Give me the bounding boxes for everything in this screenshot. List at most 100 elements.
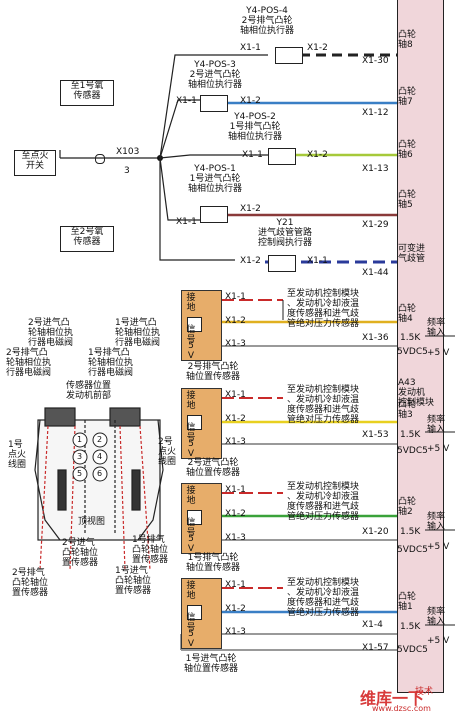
sensor-4-name: 1号进气凸轮 轴位置传感器	[184, 654, 239, 674]
ev-label-1-intake: 1号进气凸 轮轴相位执 行器电磁阀	[115, 318, 161, 348]
ecm-cam7: 凸轮 轴7	[398, 87, 417, 107]
plus5v-2: +5 V	[427, 444, 450, 454]
ohm-3: 1.5K	[400, 527, 421, 537]
vdc-3: 5VDC5	[397, 545, 428, 555]
watermark-brand: 技术	[415, 687, 434, 697]
ecm-cam4: 凸轮 轴4	[398, 304, 417, 324]
feed-wire-1	[159, 54, 268, 159]
ev-coil-2: 2号 点火 线圈	[158, 437, 177, 467]
actuator-1-solenoid-icon	[275, 47, 303, 64]
x103-pin: 3	[124, 166, 130, 176]
sensor-1-ground: 接 地	[186, 293, 196, 313]
ev-top-view: 顶视图	[78, 517, 106, 527]
actuator-3-pin-left: X1-1	[242, 150, 263, 160]
o2-sensor-2-box: 至2号氧 传感器	[60, 226, 114, 252]
o2-sensor-1-box: 至1号氧 传感器	[60, 80, 114, 106]
sensor-4-to-module: 至发动机控制模块 、发动机冷却液温 度传感器和进气歧 管绝对压力传感器	[287, 578, 360, 618]
sensor-2-p3: X1-3	[225, 437, 246, 447]
sensor-3-p3: X1-3	[225, 533, 246, 543]
sensor-4-p2: X1-2	[225, 604, 246, 614]
watermark-logo: 维库一下	[360, 689, 425, 708]
o2-sensor-2-label: 至2号氧 传感器	[70, 227, 104, 247]
sensor-4-signal: 信 号	[186, 613, 196, 633]
actuator-1-name: Y4-POS-4 2号排气凸轮 轴相位执行器	[240, 6, 295, 36]
ohm-2: 1.5K	[400, 430, 421, 440]
ignition-label: 至点火 开关	[21, 151, 49, 171]
actuator-2-solenoid-icon	[200, 95, 228, 112]
sensor-3-ground: 接 地	[186, 486, 196, 506]
sensor-3-to-module: 至发动机控制模块 、发动机冷却液温 度传感器和进气歧 管绝对压力传感器	[287, 482, 360, 522]
sensor-1-p2: X1-2	[225, 316, 246, 326]
freq-input-4: 频率 输入	[427, 607, 446, 627]
engine-control-module	[397, 0, 444, 693]
actuator-3-name: Y4-POS-2 1号排气凸轮 轴相位执行器	[228, 112, 283, 142]
actuator-1-ecm-pin: X1-30	[362, 56, 389, 66]
feed-wire-5	[159, 158, 235, 261]
ecm-cam6: 凸轮 轴6	[398, 140, 417, 160]
ecm-cam5: 凸轮 轴5	[398, 190, 417, 210]
feed-wire-2	[159, 99, 200, 159]
sensor-4-p1: X1-1	[225, 580, 246, 590]
plus5v-4: +5 V	[427, 636, 450, 646]
sensor-4-body: 接 地 信 号 5 V	[181, 578, 222, 649]
o2-sensor-1-label: 至1号氧 传感器	[70, 81, 104, 101]
ev-coil-1: 1号 点火 线圈	[8, 440, 27, 470]
ecm-variable-intake: 可变进 气歧管	[398, 244, 426, 264]
ev-label-1-exhaust: 1号排气凸 轮轴相位执 行器电磁阀	[88, 348, 134, 378]
sensor-1-5v: 5 V	[187, 341, 195, 361]
ecm-cam3: 凸轮 轴3	[398, 400, 417, 420]
actuator-4-name: Y4-POS-1 1号进气凸轮 轴相位执行器	[188, 164, 243, 194]
freq-input-1: 频率 输入	[427, 318, 446, 338]
feed-wire-3	[159, 154, 268, 159]
actuator-2-pin-left: X1-1	[176, 96, 197, 106]
sensor-1-signal: 信 号	[186, 325, 196, 345]
sensor-1-hall-icon	[187, 317, 202, 332]
ev-cyl-2: 2	[97, 435, 103, 444]
sensor-2-5v: 5 V	[187, 439, 195, 459]
sensor-2-ecm-pin: X1-53	[362, 430, 389, 440]
actuator-2-pin-right: X1-2	[240, 96, 261, 106]
sensor-3-p2: X1-2	[225, 509, 246, 519]
sensor-2-ground: 接 地	[186, 391, 196, 411]
sensor-3-signal: 信 号	[186, 518, 196, 538]
sensor-2-to-module: 至发动机控制模块 、发动机冷却液温 度传感器和进气歧 管绝对压力传感器	[287, 385, 360, 425]
sensor-2-signal: 信 号	[186, 423, 196, 443]
sensor-3-name: 1号排气凸轮 轴位置传感器	[186, 553, 241, 573]
actuator-3-ecm-pin: X1-13	[362, 164, 389, 174]
ev-bottom-2-intake: 2号进气 凸轮轴位 置传感器	[62, 538, 99, 568]
actuator-2-name: Y4-POS-3 2号进气凸轮 轴相位执行器	[188, 60, 243, 90]
ecm-title: A43 发动机 控制模块	[398, 378, 435, 408]
sensor-4-hall-icon	[187, 605, 202, 620]
sensor-1-body: 接 地 信 号 5 V	[181, 290, 222, 361]
ev-label-2-exhaust: 2号排气凸 轮轴相位执 行器电磁阀	[6, 348, 52, 378]
sensor-4-ground: 接 地	[186, 581, 196, 601]
ev-cyl-1: 1	[77, 435, 83, 444]
watermark-url: www.dzsc.com	[372, 704, 431, 713]
ecm-cam2: 凸轮 轴2	[398, 497, 417, 517]
sensor-3-ecm-pin: X1-20	[362, 527, 389, 537]
ev-cyl-4: 4	[97, 452, 103, 461]
vdc-4: 5VDC5	[397, 645, 428, 655]
x103-label: X103	[116, 147, 140, 157]
sensor-2-p1: X1-1	[225, 390, 246, 400]
actuator-3-pin-right: X1-2	[307, 150, 328, 160]
engine-cylinders	[72, 432, 108, 482]
sensor-2-body: 接 地 信 号 5 V	[181, 388, 222, 459]
actuator-5-pin-right: X1-1	[307, 256, 328, 266]
sensor-1-name: 2号排气凸轮 轴位置传感器	[186, 362, 241, 382]
actuator-1-pin-left: X1-1	[240, 43, 261, 53]
sensor-1-ecm-pin: X1-36	[362, 333, 389, 343]
actuator-5-name: Y21 进气歧管管路 控制阀执行器	[258, 218, 313, 248]
actuator-1-pin-right: X1-2	[307, 43, 328, 53]
plus5v-3: +5 V	[427, 542, 450, 552]
ecm-cam1: 凸轮 轴1	[398, 592, 417, 612]
sensor-1-p1: X1-1	[225, 292, 246, 302]
ecm-cam8: 凸轮 轴8	[398, 30, 417, 50]
actuator-4-pin-left: X1-1	[176, 217, 197, 227]
vdc-2: 5VDC5	[397, 446, 428, 456]
sensor-4-5v: 5 V	[187, 629, 195, 649]
fuse-icon	[95, 154, 105, 164]
actuator-3-solenoid-icon	[268, 148, 296, 165]
ev-cyl-6: 6	[97, 469, 103, 478]
